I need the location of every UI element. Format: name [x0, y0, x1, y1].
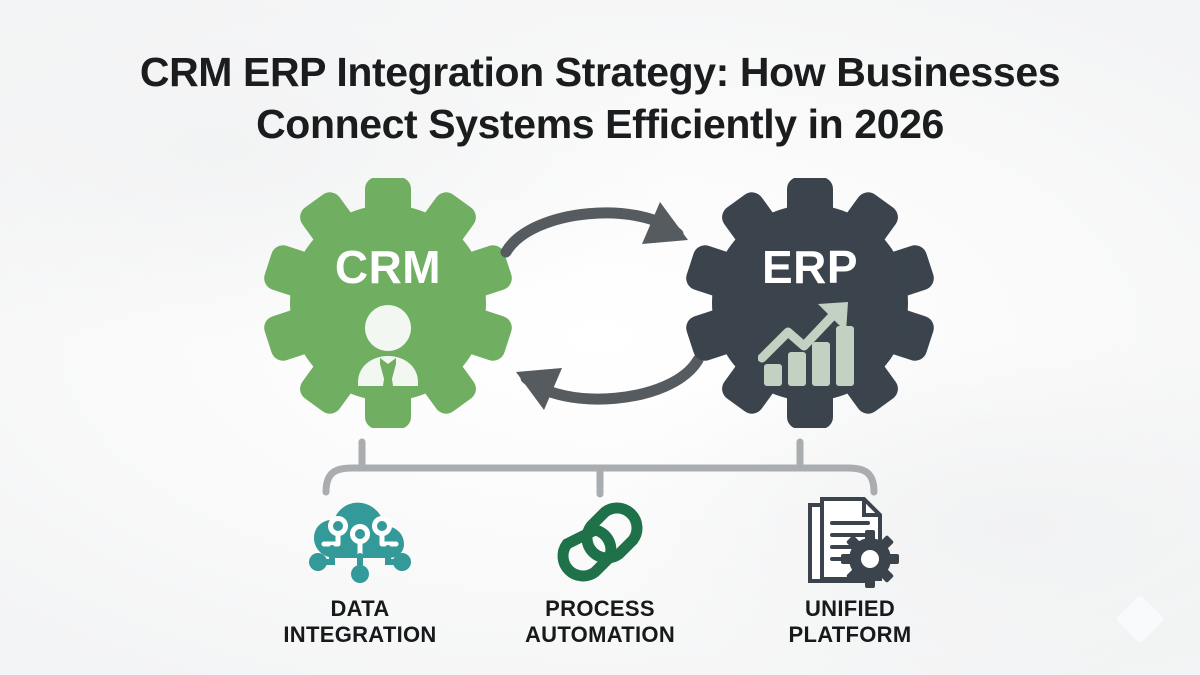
title-line-1: CRM ERP Integration Strategy: How Busine… — [139, 49, 1061, 95]
node-erp[interactable]: ERP — [680, 178, 940, 428]
pillar-unified-platform-label: UNIFIED PLATFORM — [740, 596, 960, 648]
gear-shape-crm — [264, 178, 512, 428]
pillar-process-automation[interactable]: PROCESS AUTOMATION — [490, 494, 710, 648]
diamond-watermark-icon — [1114, 593, 1166, 645]
page-title: CRM ERP Integration Strategy: How Busine… — [0, 46, 1200, 151]
pillar-data-integration-label: DATA INTEGRATION — [250, 596, 470, 648]
node-crm[interactable]: CRM — [258, 178, 518, 428]
title-line-2: Connect Systems Efficiently in 2026 — [256, 101, 944, 148]
pillar-data-integration[interactable]: DATA INTEGRATION — [250, 494, 470, 648]
pillar-label-line-2: PLATFORM — [788, 621, 912, 647]
bracket-connector — [322, 438, 878, 498]
document-gear-icon — [740, 494, 960, 590]
pillar-unified-platform[interactable]: UNIFIED PLATFORM — [740, 494, 960, 648]
gear-shape-erp — [686, 178, 934, 428]
chain-link-icon — [490, 494, 710, 590]
pillar-label-line-1: UNIFIED — [804, 596, 896, 621]
bidirectional-sync-arrows-icon — [500, 202, 704, 410]
pillar-label-line-2: INTEGRATION — [283, 621, 437, 647]
pillar-label-line-1: PROCESS — [545, 596, 655, 621]
pillar-label-line-2: AUTOMATION — [524, 621, 676, 647]
cloud-circuit-icon — [250, 494, 470, 590]
pillar-label-line-1: DATA — [330, 596, 390, 621]
pillar-process-automation-label: PROCESS AUTOMATION — [490, 596, 710, 648]
